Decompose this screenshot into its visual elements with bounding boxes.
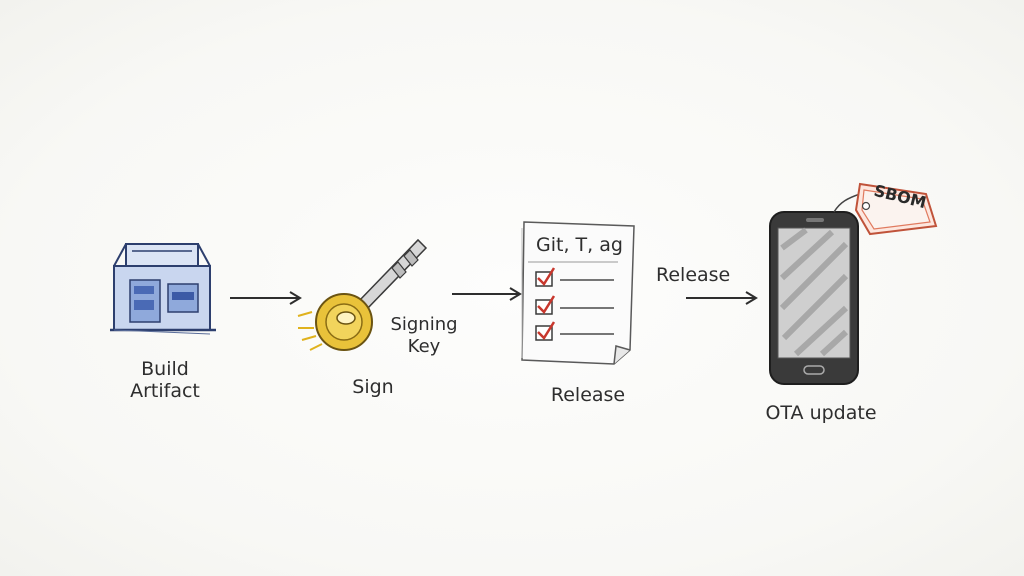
signing-key-label: Signing Key [376, 314, 472, 358]
release-label: Release [550, 384, 626, 406]
smartphone-icon [766, 208, 862, 388]
signing-key-line1: Signing [390, 314, 458, 335]
build-label-line1: Build [141, 358, 189, 380]
key-icon [292, 232, 432, 362]
doc-title-label: Git, T, ag [536, 234, 623, 256]
arrow-sign-to-release [450, 286, 524, 302]
building-icon [108, 236, 218, 340]
edge-release-label: Release [656, 264, 731, 286]
build-label-line2: Artifact [130, 380, 200, 402]
signing-key-line2: Key [407, 336, 441, 357]
sign-label: Sign [352, 376, 394, 398]
arrow-build-to-sign [228, 290, 304, 306]
sbom-tag-icon [826, 172, 946, 242]
arrow-release-to-ota [684, 290, 760, 306]
build-artifact-label: Build Artifact [110, 358, 220, 402]
checklist-document-icon [518, 218, 646, 366]
ota-update-label: OTA update [765, 402, 877, 424]
